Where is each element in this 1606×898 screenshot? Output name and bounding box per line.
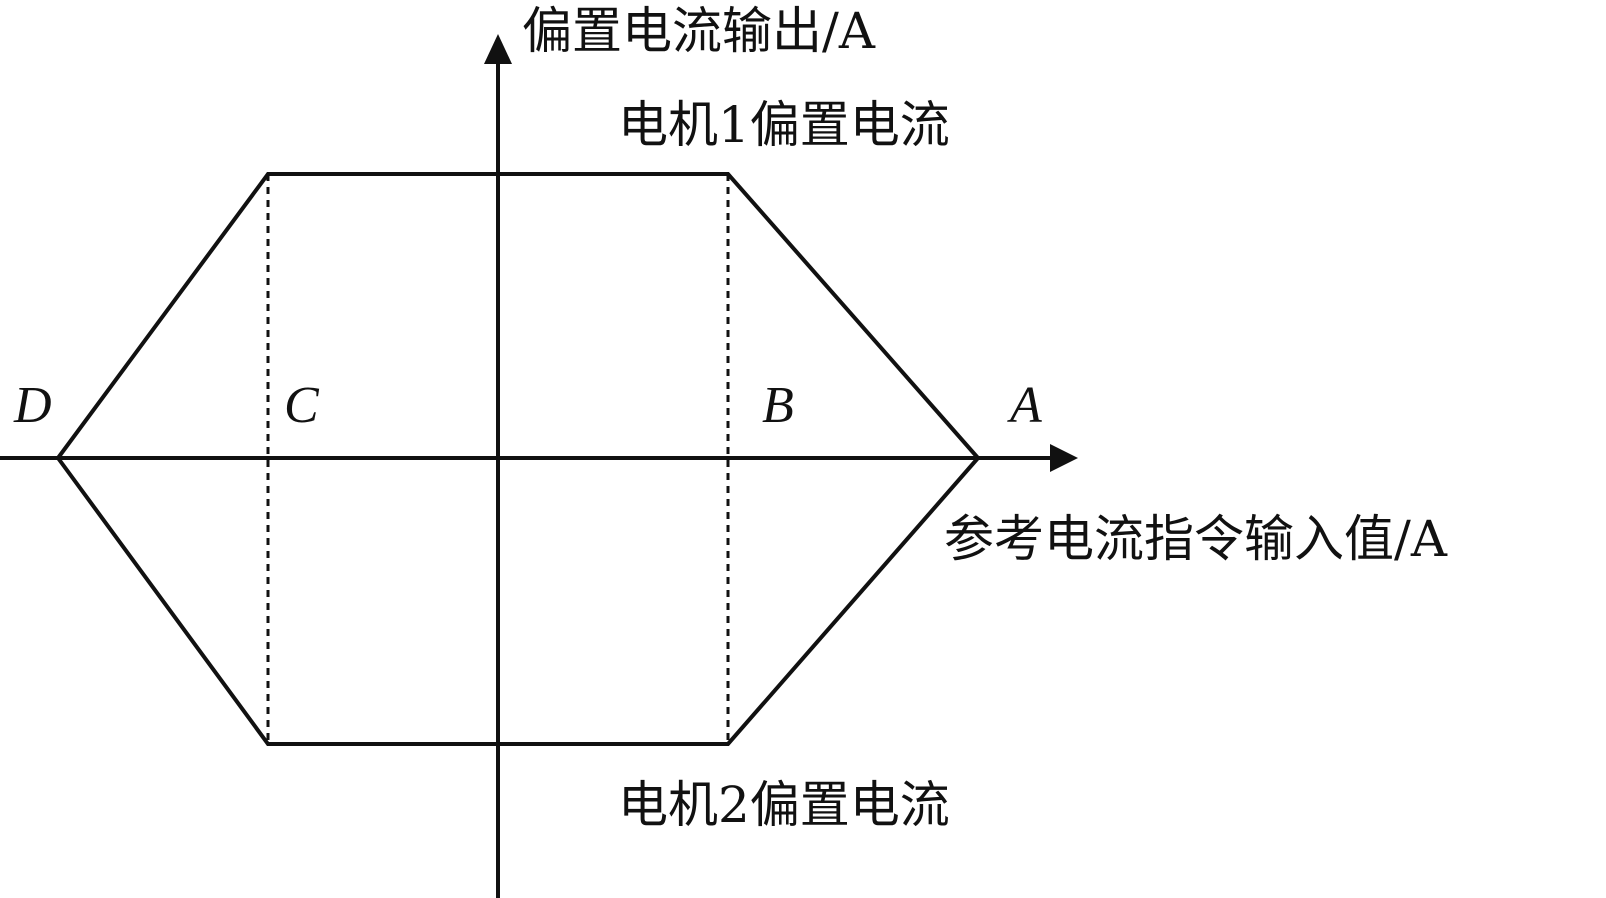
motor1-bias-label: 电机1偏置电流 bbox=[618, 96, 950, 154]
point-label-b: B bbox=[762, 377, 794, 434]
point-label-a: A bbox=[1010, 377, 1042, 434]
x-axis-label: 参考电流指令输入值/A bbox=[944, 510, 1447, 568]
motor2-bias-curve bbox=[56, 456, 980, 746]
motor2-bias-label: 电机2偏置电流 bbox=[618, 776, 950, 834]
y-axis-arrow-icon bbox=[484, 34, 512, 64]
y-axis-label: 偏置电流输出/A bbox=[522, 2, 875, 60]
point-label-d: D bbox=[14, 377, 52, 434]
motor1-bias-curve bbox=[56, 172, 980, 460]
point-label-c: C bbox=[284, 377, 319, 434]
x-axis-arrow-icon bbox=[1050, 444, 1078, 472]
